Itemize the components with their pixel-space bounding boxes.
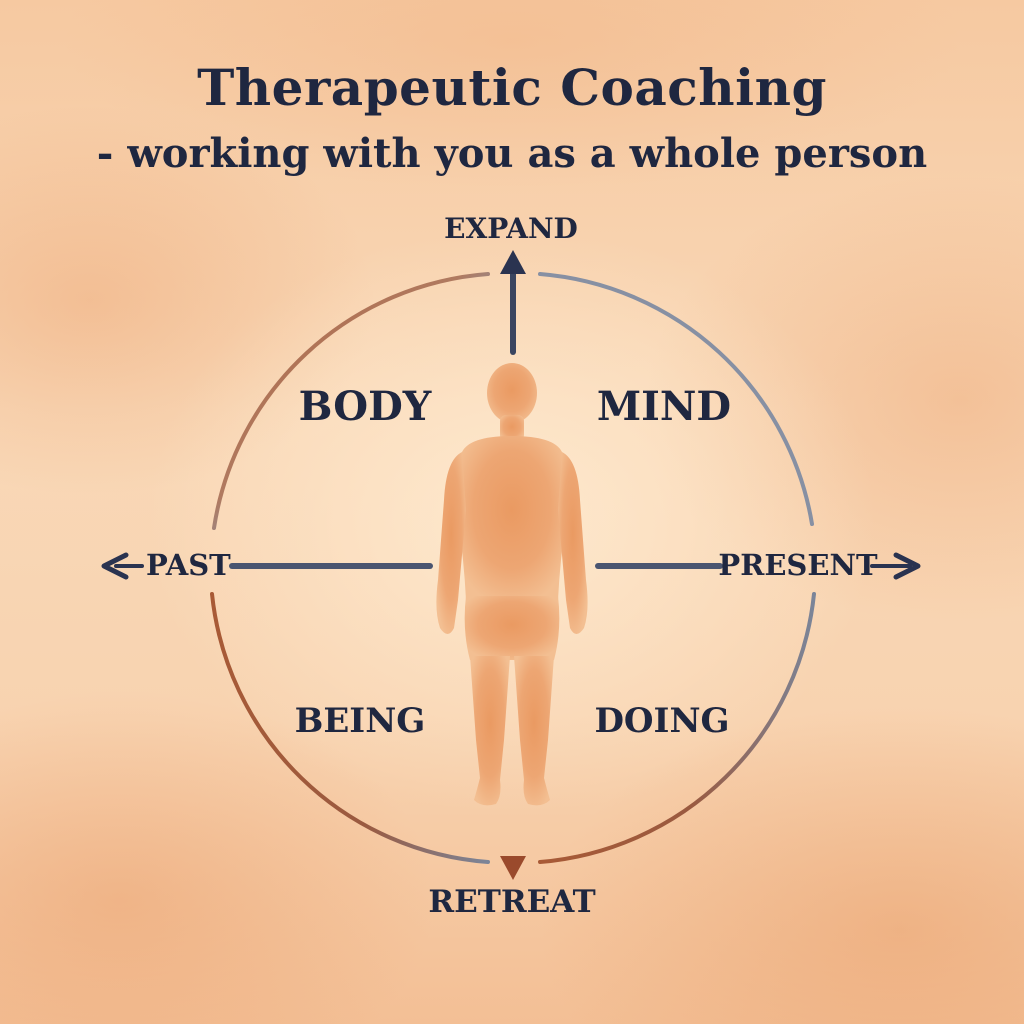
page-subtitle: - working with you as a whole person bbox=[96, 130, 928, 177]
quadrant-label-doing: DOING bbox=[594, 701, 729, 741]
arc-bottom-right bbox=[538, 592, 816, 864]
person-figure bbox=[436, 363, 588, 806]
arc-bottom-left bbox=[210, 592, 490, 864]
axis-label-past: PAST bbox=[146, 548, 231, 582]
quadrant-label-mind: MIND bbox=[597, 383, 731, 430]
arc-top-left bbox=[212, 272, 490, 530]
axis-label-expand: EXPAND bbox=[444, 212, 578, 245]
retreat-arrow bbox=[500, 777, 526, 880]
quadrant-label-body: BODY bbox=[299, 383, 432, 430]
arc-top-right bbox=[538, 272, 814, 526]
past-arrow bbox=[101, 552, 433, 580]
quadrant-label-being: BEING bbox=[295, 701, 426, 741]
page-title: Therapeutic Coaching bbox=[197, 58, 827, 117]
axis-label-retreat: RETREAT bbox=[428, 884, 595, 920]
expand-arrow bbox=[500, 250, 526, 355]
axis-label-present: PRESENT bbox=[718, 548, 878, 582]
present-arrow bbox=[595, 552, 921, 580]
cycle-circle bbox=[210, 272, 816, 864]
